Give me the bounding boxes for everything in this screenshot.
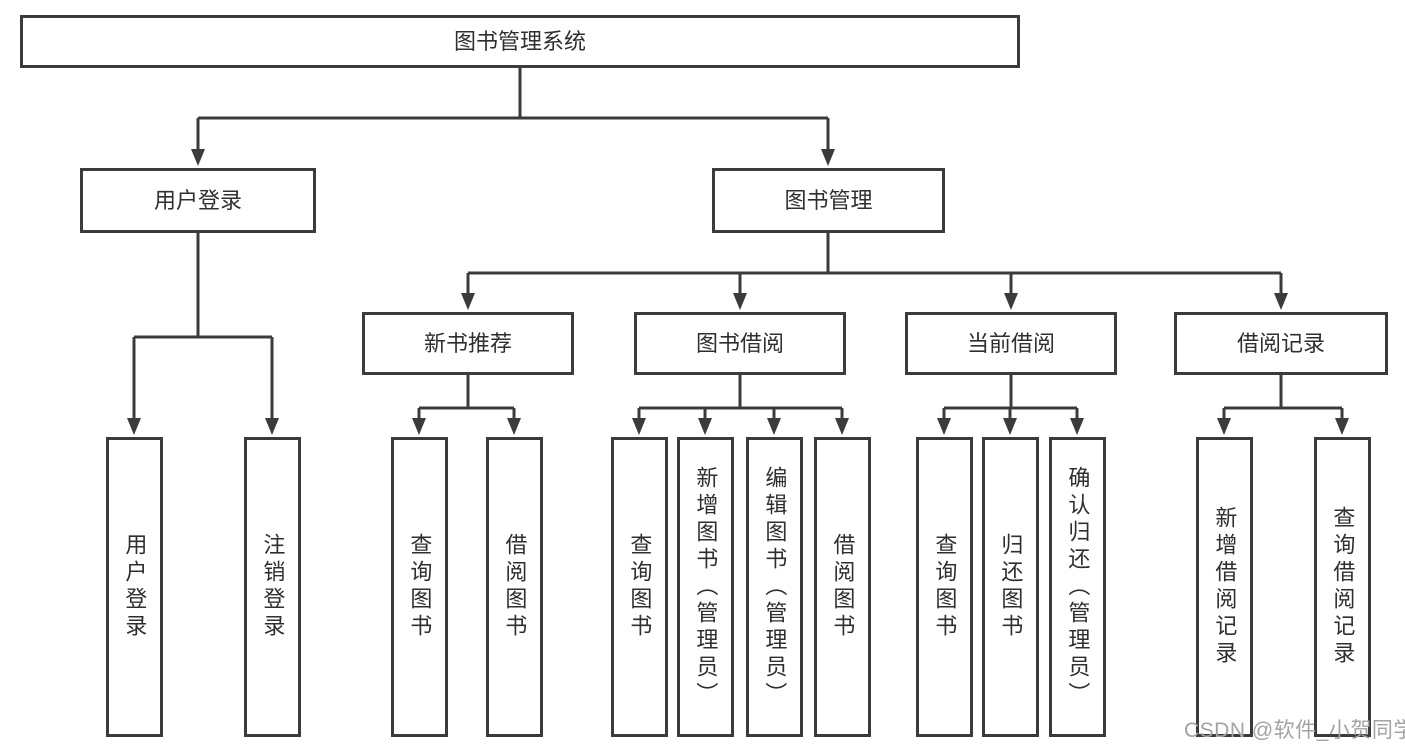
node-book-borrowing: 图书借阅 (634, 312, 846, 375)
csdn-watermark: CSDN @软件_小贺同学 (1184, 719, 1405, 742)
leaf-query-books-borrowing: 查询图书 (611, 437, 668, 737)
node-current-borrowing: 当前借阅 (905, 312, 1117, 375)
leaf-borrow-books-borrowing: 借阅图书 (814, 437, 871, 737)
leaf-query-books-recommend: 查询图书 (391, 437, 448, 737)
node-borrowing-records: 借阅记录 (1174, 312, 1388, 375)
leaf-edit-book-admin: 编辑图书（管理员） (746, 437, 803, 737)
leaf-user-login: 用户登录 (106, 437, 163, 737)
leaf-query-borrow-record: 查询借阅记录 (1314, 437, 1371, 737)
leaf-borrow-books-recommend: 借阅图书 (486, 437, 543, 737)
leaf-add-book-admin: 新增图书（管理员） (677, 437, 734, 737)
node-book-management: 图书管理 (712, 168, 945, 233)
node-user-login: 用户登录 (80, 168, 316, 233)
leaf-logout: 注销登录 (244, 437, 301, 737)
leaf-confirm-return-admin: 确认归还（管理员） (1049, 437, 1106, 737)
leaf-query-books-current: 查询图书 (916, 437, 973, 737)
leaf-add-borrow-record: 新增借阅记录 (1196, 437, 1253, 737)
node-new-book-recommendation: 新书推荐 (362, 312, 574, 375)
node-library-system: 图书管理系统 (20, 15, 1020, 68)
leaf-return-books: 归还图书 (982, 437, 1039, 737)
